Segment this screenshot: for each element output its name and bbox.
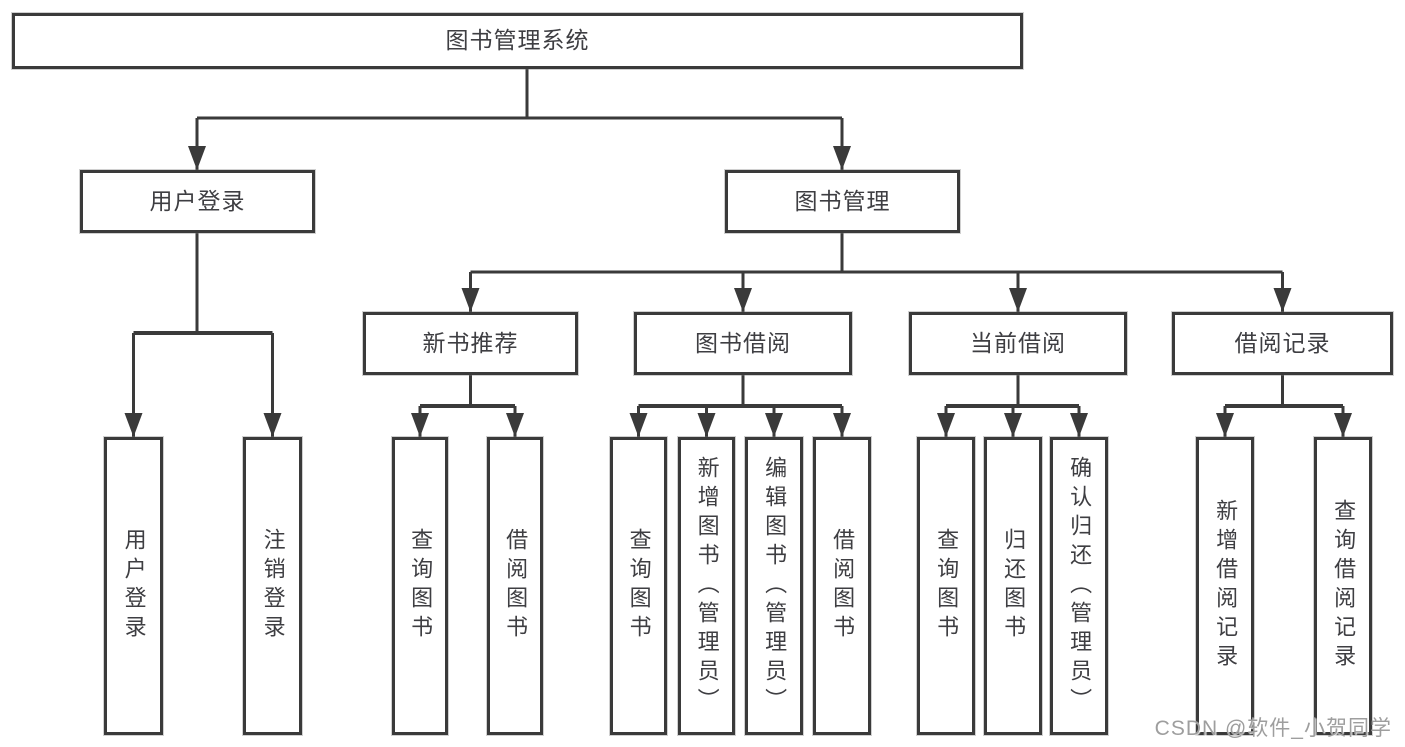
connector-root-to-level2 — [188, 69, 851, 170]
node-root-system: 图书管理系统 — [12, 13, 1023, 69]
leaf-query-borrow-record: 查询借阅记录 — [1314, 437, 1372, 735]
node-current-borrow: 当前借阅 — [909, 312, 1127, 375]
connector-borrow-record-leaves — [1216, 375, 1352, 437]
leaf-borrow-books: 借阅图书 — [813, 437, 871, 735]
leaf-edit-books-admin: 编辑图书（管理员） — [745, 437, 803, 735]
leaf-query-books-borrow: 查询图书 — [610, 437, 667, 735]
node-book-management: 图书管理 — [725, 170, 960, 233]
connector-new-book-leaves — [411, 375, 524, 437]
leaf-confirm-return-admin: 确认归还（管理员） — [1050, 437, 1108, 735]
leaf-add-borrow-record: 新增借阅记录 — [1196, 437, 1254, 735]
connector-user-login-leaves — [124, 233, 282, 437]
leaf-add-books-admin: 新增图书（管理员） — [678, 437, 735, 735]
node-user-login: 用户登录 — [80, 170, 315, 233]
leaf-user-login: 用户登录 — [104, 437, 163, 735]
connector-book-borrow-leaves — [629, 375, 851, 437]
node-book-borrow: 图书借阅 — [634, 312, 852, 375]
leaf-borrow-books-recommend: 借阅图书 — [487, 437, 543, 735]
node-new-book-recommend: 新书推荐 — [363, 312, 578, 375]
connector-management-to-level3 — [461, 233, 1292, 312]
leaf-logout: 注销登录 — [243, 437, 302, 735]
connector-current-borrow-leaves — [937, 375, 1088, 437]
leaf-query-books-current: 查询图书 — [917, 437, 975, 735]
node-borrow-records: 借阅记录 — [1172, 312, 1393, 375]
watermark: CSDN @软件_小贺同学 — [1154, 717, 1392, 740]
leaf-return-books: 归还图书 — [984, 437, 1042, 735]
leaf-query-books-recommend: 查询图书 — [392, 437, 448, 735]
